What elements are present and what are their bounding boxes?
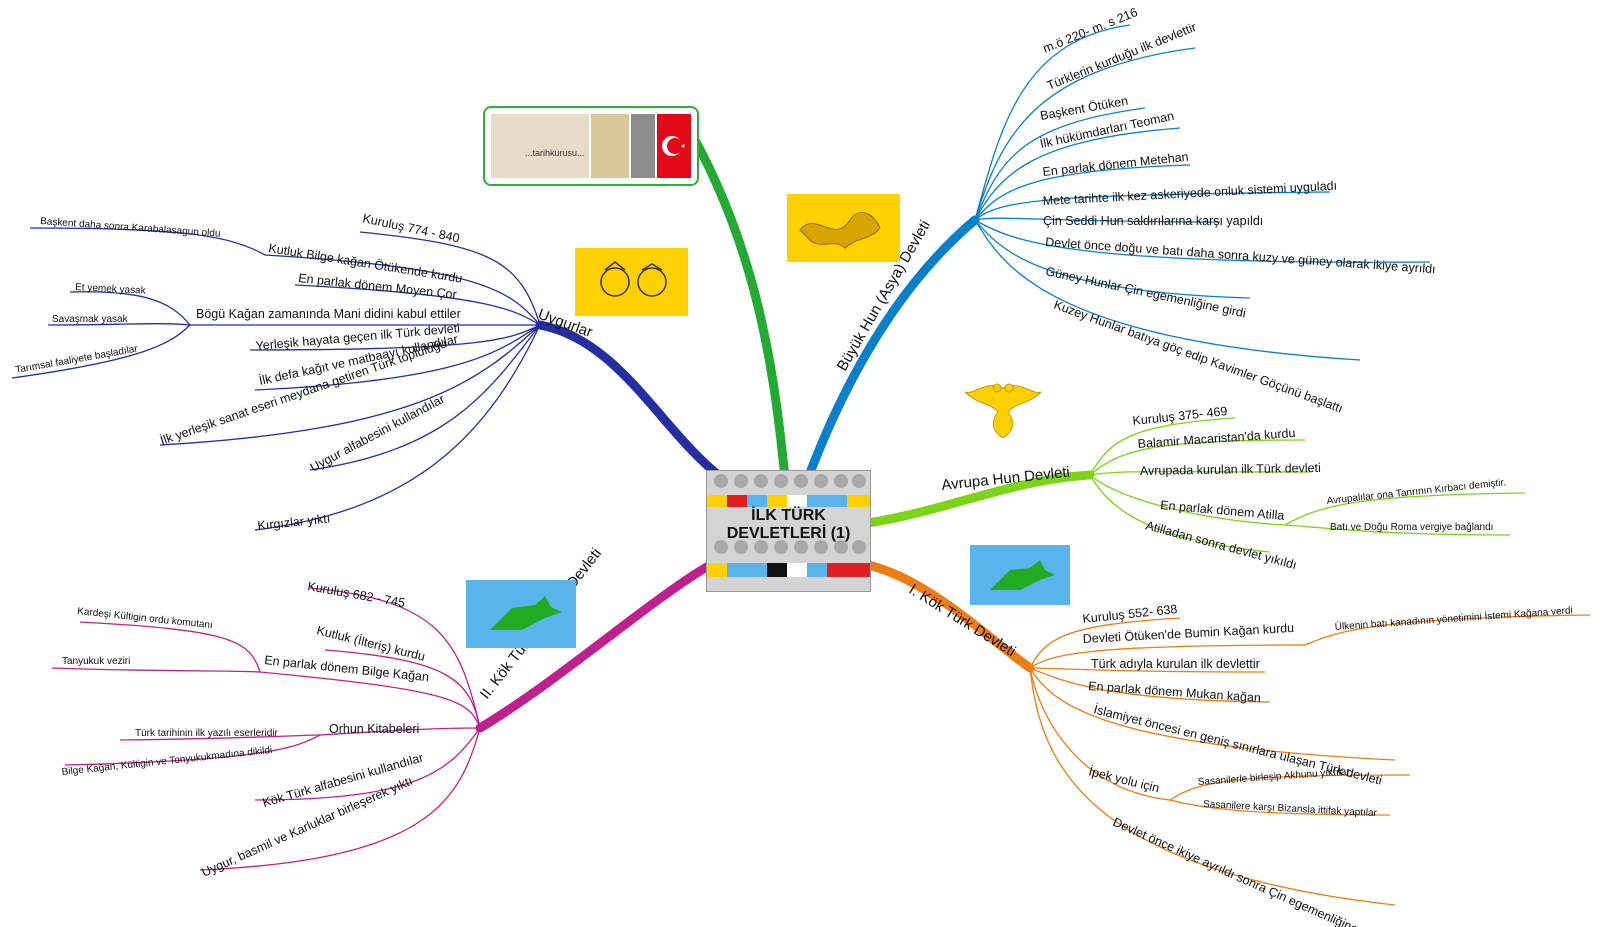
trunk-kokturk2 xyxy=(475,560,715,733)
wolf-flag-icon-kokturk1 xyxy=(970,545,1070,605)
trunk-buyuk-hun xyxy=(803,215,980,483)
buyuk-hun-item-2: Başkent Ötüken xyxy=(1039,94,1129,123)
collage-image xyxy=(707,471,870,591)
avrupa-hun-item-1: Balamir Macaristan'da kurdu xyxy=(1137,426,1296,451)
portrait-image xyxy=(631,114,655,178)
avrupa-hun-atilla-sub-1: Batı ve Doğu Roma vergiye bağlandı xyxy=(1330,522,1493,533)
emblem-image xyxy=(591,114,629,178)
center-title-line1: İLK TÜRK xyxy=(751,507,826,524)
center-node: İLK TÜRK DEVLETLERİ (1) xyxy=(706,470,871,592)
wolf-flag-icon-kokturk2 xyxy=(466,580,576,648)
eagle-emblem-icon xyxy=(964,383,1042,439)
brand-image-box: ...tarihkurusu... xyxy=(483,106,699,186)
dragon-flag-icon xyxy=(787,194,900,262)
avrupa-hun-item-2: Avrupada kurulan ilk Türk devleti xyxy=(1140,461,1321,478)
uygur-flag-icon xyxy=(575,248,688,316)
kokturk1-ipek-sub-1: Sasanilere karşı Bizansla ittifak yaptıl… xyxy=(1203,799,1378,819)
kokturk1-item-2: Türk adıyla kurulan ilk devlettir xyxy=(1091,657,1260,671)
kokturk2-item-0: Kuruluş 682 - 745 xyxy=(306,579,406,610)
brand-caption: ...tarihkurusu... xyxy=(525,148,585,158)
uygurlar-bogu-sub-1: Savaşmak yasak xyxy=(52,314,129,325)
uygurlar-item-3: Bögü Kağan zamanında Mani didini kabul e… xyxy=(196,307,461,321)
uygurlar-bogu-sub-2: Tarımsal faaliyete başladılar xyxy=(15,343,140,375)
uygurlar-item-6: İlk yerleşik sanat eseri meydana getiren… xyxy=(158,336,448,448)
kokturk2-orhun-sub-1: Bilge Kağan, Kültigin ve Tonyukukmadına … xyxy=(61,745,273,778)
kokturk1-bumin-sub: Ülkenin batı kanadının yönetimini İstemi… xyxy=(1334,603,1573,633)
kokturk1-item-3: En parlak dönem Mukan kağan xyxy=(1088,679,1262,705)
trunk-avrupa-hun xyxy=(863,470,1095,528)
buyuk-hun-item-5: Mete tarihte ilk kez askeriyede onluk si… xyxy=(1042,179,1337,208)
kokturk1-ipek-sub-0: Sasanilerle birleşip Akhunu yıktılar xyxy=(1197,766,1350,788)
kokturk2-orhun-sub-0: Türk tarihinin ilk yazılı eserleridir xyxy=(135,728,278,739)
kokturk1-item-6: Devlet önce ikiye ayrıldı sonra Çin egem… xyxy=(1111,815,1385,927)
buyuk-hun-item-4: En parlak dönem Metehan xyxy=(1042,150,1189,179)
notebook-image xyxy=(491,114,589,178)
avrupa-hun-item-0: Kuruluş 375- 469 xyxy=(1132,404,1228,428)
uygurlar-kutluk-sub: Başkent daha sonra Karabalasagun oldu xyxy=(40,216,221,240)
avrupa-hun-atilla-sub-0: Avrupalılar ona Tanrının Kırbacı demişti… xyxy=(1326,477,1506,507)
turkish-flag-icon xyxy=(657,114,691,178)
kokturk2-bilge-sub-1: Tanyukuk veziri xyxy=(62,656,130,667)
kokturk1-item-5: İpek yolu için xyxy=(1087,764,1161,795)
uygurlar-item-8: Kırgızlar yıktı xyxy=(257,511,331,533)
kokturk2-item-1: Kutluk (İlteriş) kurdu xyxy=(315,623,426,663)
uygurlar-bogu-sub-0: Et yemek yasak xyxy=(75,282,147,297)
uygurlar-item-7: Uygur alfabesini kullandılar xyxy=(308,392,447,475)
uygurlar-item-0: Kuruluş 774 - 840 xyxy=(361,211,460,245)
center-title-line2: DEVLETLERİ (1) xyxy=(726,525,851,542)
buyuk-hun-item-6: Çin Seddi Hun saldırılarına karşı yapıld… xyxy=(1043,214,1263,228)
center-title: İLK TÜRK DEVLETLERİ (1) xyxy=(707,507,870,543)
buyuk-hun-item-7: Devlet önce doğu ve batı daha sonra kuzy… xyxy=(1045,235,1436,276)
trunk-brand xyxy=(690,135,790,483)
kokturk2-bilge-sub-0: Kardeşi Kültigin ordu komutanı xyxy=(77,606,214,631)
trunk-uygurlar xyxy=(535,320,727,483)
buyuk-hun-item-9: Kuzey Hunlar batıya göç edip Kavimler Gö… xyxy=(1052,298,1345,416)
trunk-kokturk1 xyxy=(863,560,1035,673)
avrupa-hun-item-4: Atilladan sonra devlet yıkıldı xyxy=(1144,518,1298,572)
kokturk2-item-3: Orhun Kitabeleri xyxy=(329,722,419,736)
